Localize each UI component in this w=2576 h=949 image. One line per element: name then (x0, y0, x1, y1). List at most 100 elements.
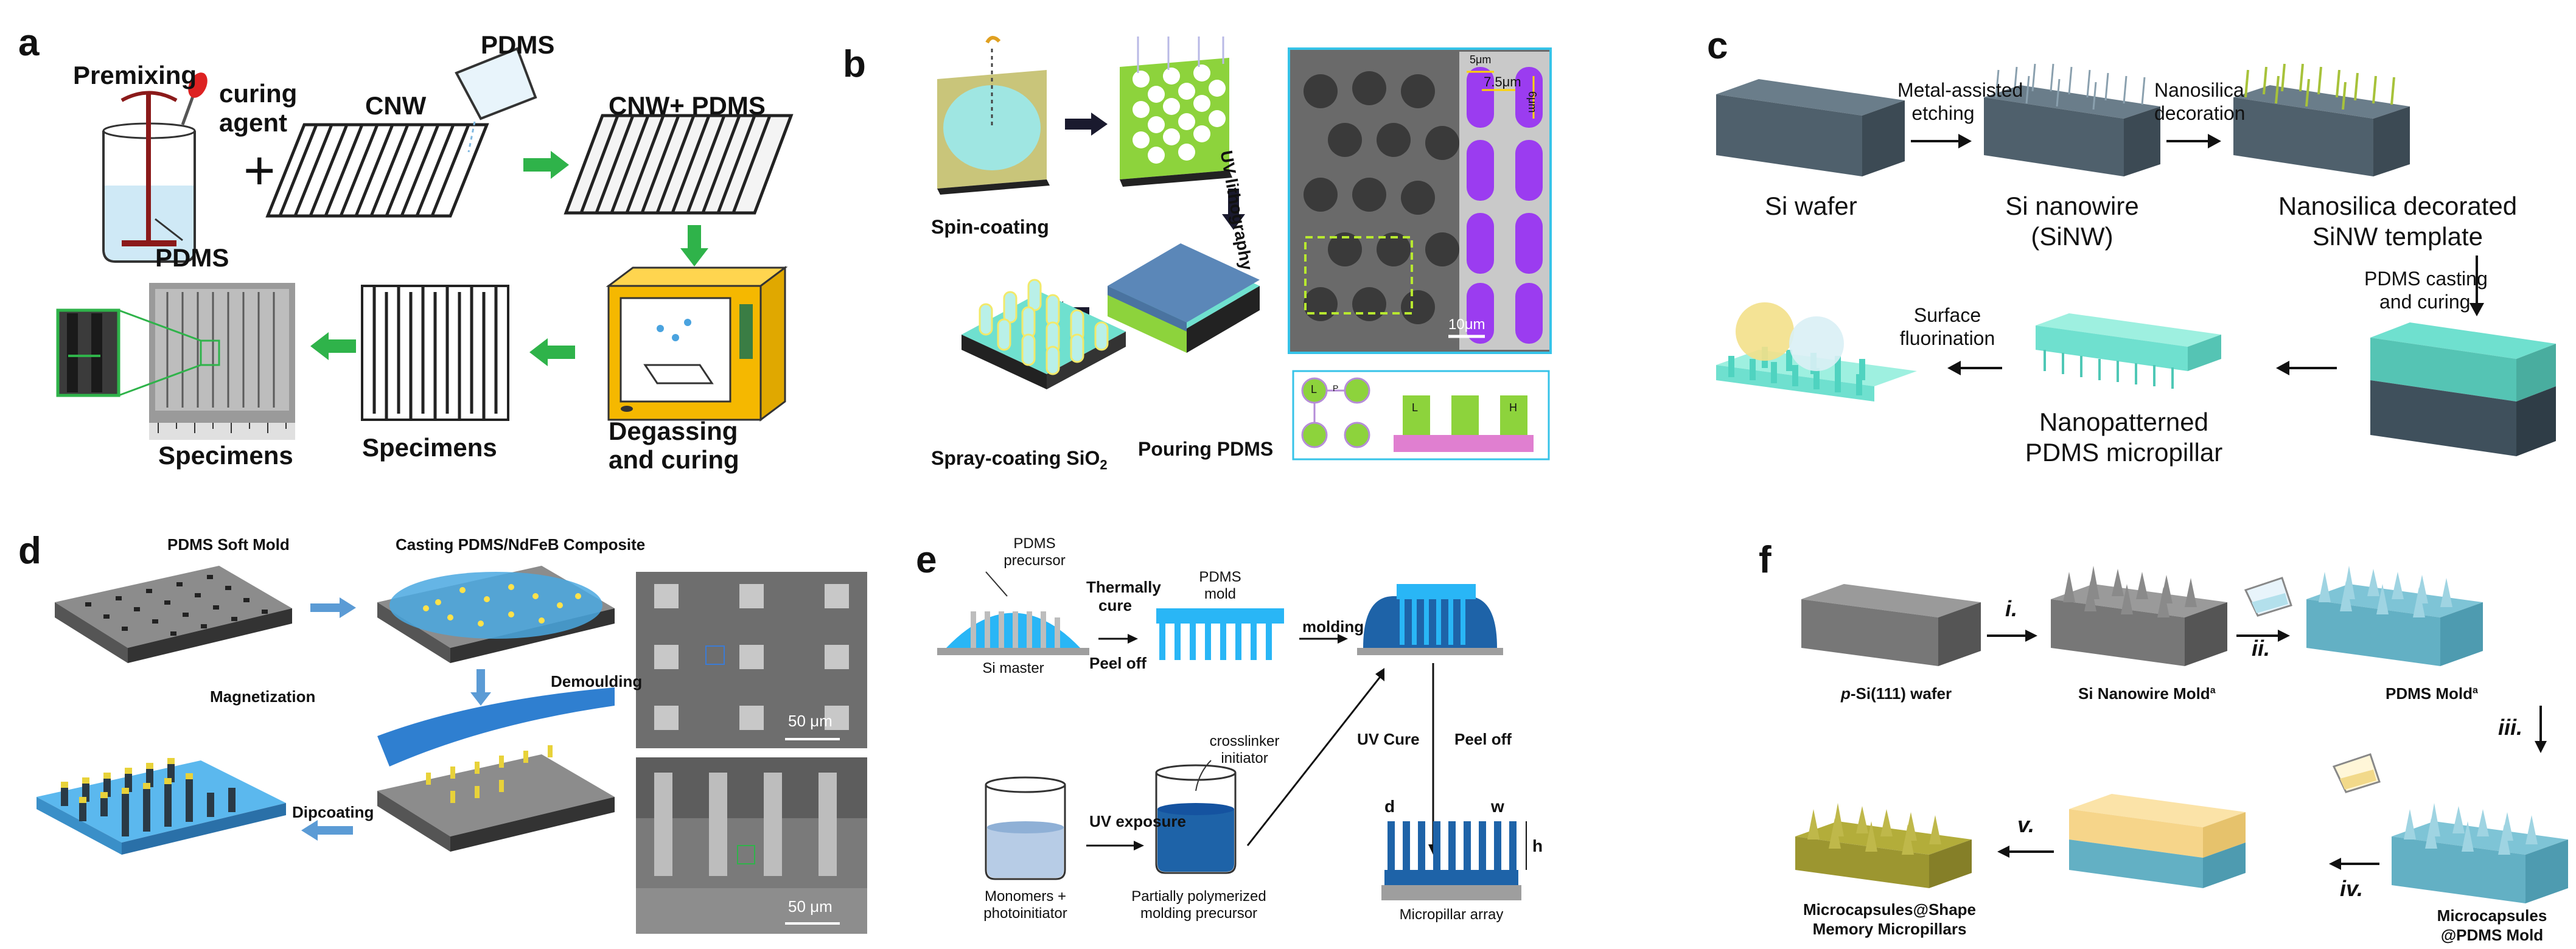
casting-composite (377, 566, 615, 663)
microcapsules-pdms-mold (2392, 803, 2568, 903)
pdms-mold-comb (1156, 608, 1284, 660)
nanopatterned-mold (2036, 313, 2221, 389)
step-i-label: i. (2005, 596, 2018, 621)
black-arrow-right (1065, 113, 1108, 136)
sem-scale-bottom: 50 μm (788, 897, 832, 916)
pour-cup-f2 (2332, 753, 2381, 793)
fluor-label-1: Surface (1913, 304, 1981, 326)
panel-f-graphics (1795, 566, 2568, 903)
green-arrow-down (680, 225, 708, 266)
panel-c: c Si wafer Metal-assisted etching Si nan… (1704, 0, 2576, 481)
arrow-c-down (2470, 255, 2484, 316)
sem-bottom-d (636, 757, 867, 934)
peel-off-label-2: Peel off (1454, 730, 1512, 748)
black-arrow-down (1222, 189, 1245, 230)
spin-coating-substrate (937, 36, 1050, 195)
panel-b: b Spin-coating UV lithography Spray-coat… (840, 0, 1704, 481)
specimen-photo (149, 283, 295, 440)
uv-cure-label: UV Cure (1357, 730, 1420, 748)
curing-agent-label-2: agent (219, 108, 288, 137)
specimens-left-label: Specimens (158, 441, 293, 470)
crosslinker-label-1: crosslinker (1209, 733, 1280, 749)
crosslinker-label-2: initiator (1221, 750, 1268, 766)
dim-5um: 5μm (1470, 54, 1492, 66)
p-italic: p (1841, 684, 1851, 703)
casting-label: Casting PDMS/NdFeB Composite (396, 535, 646, 554)
nano-dec-label-2: decoration (2154, 102, 2246, 124)
shape-memory-pillars (1795, 803, 1972, 888)
panel-d: d PDMS Soft Mold Casting PDMS/NdFeB Comp… (0, 505, 888, 949)
si-master-mold (937, 571, 1089, 655)
dim-d-label: d (1384, 797, 1395, 816)
mc-shape-label-2: Memory Micropillars (1812, 920, 1967, 938)
panel-e-letter: e (916, 539, 937, 581)
arrow-c-4 (1947, 361, 2002, 375)
green-arrow-left-2 (310, 332, 356, 360)
panel-a-letter: a (18, 22, 40, 64)
specimens-mid-label: Specimens (362, 433, 497, 462)
pdms-mold-f-text: PDMS Mold (2386, 684, 2473, 703)
arrow-c-3 (2276, 361, 2337, 375)
panel-d-graphics (37, 566, 867, 934)
sem-scale-top: 50 μm (788, 712, 832, 730)
magnetization-label: Magnetization (210, 687, 316, 706)
mc-pdms-label-1: Microcapsules (2437, 906, 2547, 925)
panel-a: a Premixing curing agent + PDMS CNW CNW+… (0, 0, 840, 481)
spray-coating-text: Spray-coating SiO (931, 447, 1100, 469)
ns-template-label-1: Nanosilica decorated (2278, 192, 2518, 220)
dipcoating-label: Dipcoating (292, 803, 374, 821)
specimens-comb (361, 285, 509, 421)
arrow-f-1 (1987, 630, 2037, 642)
mae-label-2: etching (1911, 102, 1975, 124)
panel-f: f p-Si(111) wafer Si Nanowire Molda PDMS… (1747, 505, 2576, 949)
fluor-label-2: fluorination (1899, 327, 1995, 349)
partial-label-1: Partially polymerized (1131, 888, 1266, 905)
arrow-f-down (2535, 706, 2547, 753)
pdms-precursor-label-2: precursor (1004, 552, 1066, 569)
step-iv-label: iv. (2340, 876, 2364, 901)
wafer-rest-text: -Si(111) wafer (1850, 684, 1952, 703)
nanowire-mold-label: Si Nanowire Molda (2078, 684, 2216, 703)
schematic-tag-l-2: L (1412, 401, 1419, 414)
demoulding-label: Demoulding (551, 672, 643, 690)
sinw-label-1: Si nanowire (2005, 192, 2139, 220)
sinw-block (1984, 63, 2160, 176)
demoulding-stack (377, 687, 615, 852)
cnw-pdms-grid (564, 114, 794, 215)
sem-top-d (636, 572, 867, 748)
spray-coating-subscript: 2 (1100, 457, 1108, 473)
thermally-label-2: cure (1098, 596, 1132, 614)
uv-lithography-substrate (1120, 36, 1232, 187)
dim-h-label: h (1532, 836, 1543, 855)
panel-c-graphics (1716, 63, 2556, 456)
curing-agent-label-1: curing (219, 79, 298, 108)
si-master-label: Si master (982, 660, 1044, 676)
panel-c-letter: c (1707, 25, 1728, 67)
pdms-pointer-arrow (155, 218, 183, 242)
schematic-tag-h: H (1509, 401, 1517, 414)
panel-a-graphics (56, 47, 794, 440)
nanopat-label-2: PDMS micropillar (2025, 438, 2223, 467)
sinw-label-2: (SiNW) (2031, 222, 2114, 251)
arrow-f-3 (2329, 858, 2379, 870)
panel-b-graphics (937, 36, 1552, 461)
green-arrow-right (523, 151, 569, 179)
dim-7-5um: 7.5μm (1484, 74, 1521, 89)
pouring-pdms-stack (1108, 243, 1260, 353)
peel-off-label-1: Peel off (1089, 654, 1147, 672)
thermally-label-1: Thermally (1086, 578, 1161, 596)
nano-dec-label-1: Nanosilica (2154, 79, 2244, 101)
pdms-precursor-label-1: PDMS (1013, 535, 1056, 552)
premixing-label: Premixing (73, 61, 197, 89)
pdms-top-label: PDMS (481, 30, 555, 59)
step-iii-label: iii. (2498, 715, 2523, 740)
pdms-soft-mold (55, 566, 292, 663)
pdms-mold-f (2306, 566, 2483, 666)
partial-beaker (1155, 760, 1237, 874)
p-si-wafer-label: p-Si(111) wafer (1841, 684, 1952, 703)
specimen-zoom-inset (56, 308, 220, 397)
nanopat-label-1: Nanopatterned (2039, 408, 2208, 436)
pdms-pouring-cup (455, 47, 537, 153)
spray-coating-label: Spray-coating SiO2 (931, 447, 1108, 473)
pdms-mold-label-2: mold (1204, 586, 1237, 602)
